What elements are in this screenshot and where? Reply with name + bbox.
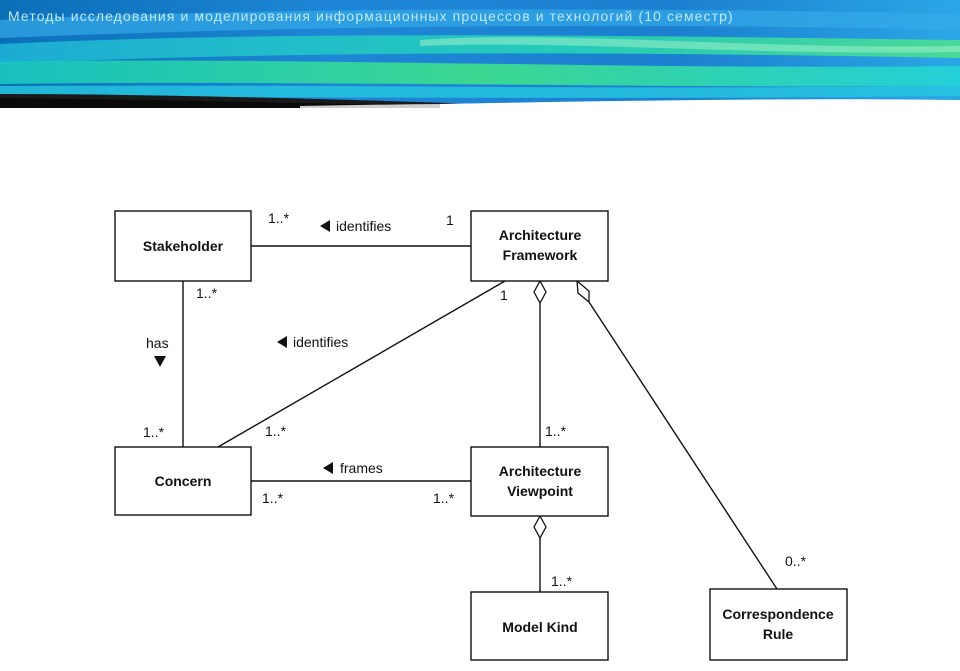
node-stakeholder-label: Stakeholder bbox=[143, 238, 224, 254]
mult-stakeholder-concern-b: 1..* bbox=[143, 424, 165, 440]
mult-framework-viewpoint: 1..* bbox=[545, 423, 567, 439]
node-model-kind-label: Model Kind bbox=[502, 619, 577, 635]
banner-background bbox=[0, 0, 960, 108]
node-viewpoint-label-line2: Viewpoint bbox=[507, 483, 573, 499]
header-banner: Методы исследования и моделирования инфо… bbox=[0, 0, 960, 108]
node-correspondence-label-line2: Rule bbox=[763, 626, 794, 642]
direction-arrow-left-icon bbox=[277, 336, 287, 348]
assoc-label-framework-concern: identifies bbox=[293, 334, 348, 350]
mult-concern-viewpoint-b: 1..* bbox=[433, 490, 455, 506]
mult-concern-viewpoint-a: 1..* bbox=[262, 490, 284, 506]
direction-arrow-left-icon bbox=[323, 462, 333, 474]
node-model-kind: Model Kind bbox=[470, 591, 609, 661]
node-architecture-viewpoint: Architecture Viewpoint bbox=[470, 446, 609, 517]
mult-stakeholder-framework-b: 1 bbox=[446, 212, 454, 228]
mult-framework-concern-a: 1 bbox=[500, 287, 508, 303]
node-concern: Concern bbox=[114, 446, 252, 516]
node-stakeholder: Stakeholder bbox=[114, 210, 252, 282]
assoc-label-concern-viewpoint: frames bbox=[340, 460, 383, 476]
node-framework-label-line1: Architecture bbox=[499, 227, 582, 243]
edge-framework-concern bbox=[217, 280, 506, 448]
mult-stakeholder-concern-a: 1..* bbox=[196, 285, 218, 301]
aggregation-diamond-framework-correspondence bbox=[576, 279, 590, 304]
node-viewpoint-label-line1: Architecture bbox=[499, 463, 582, 479]
course-title: Методы исследования и моделирования инфо… bbox=[8, 8, 734, 24]
aggregation-diamond-framework-viewpoint bbox=[533, 279, 547, 305]
node-architecture-framework: Architecture Framework bbox=[470, 210, 609, 282]
edge-framework-correspondence bbox=[588, 301, 778, 590]
assoc-label-stakeholder-concern: has bbox=[146, 335, 169, 351]
node-correspondence-rule: Correspondence Rule bbox=[709, 588, 848, 661]
mult-framework-concern-b: 1..* bbox=[265, 423, 287, 439]
node-concern-label: Concern bbox=[155, 473, 212, 489]
direction-arrow-left-icon bbox=[320, 220, 330, 232]
mult-viewpoint-modelkind: 1..* bbox=[551, 573, 573, 589]
mult-stakeholder-framework-a: 1..* bbox=[268, 210, 290, 226]
direction-arrow-down-icon bbox=[154, 356, 166, 367]
assoc-label-stakeholder-framework: identifies bbox=[336, 218, 391, 234]
node-correspondence-label-line1: Correspondence bbox=[722, 606, 833, 622]
aggregation-diamond-viewpoint-modelkind bbox=[533, 514, 547, 540]
mult-framework-correspondence: 0..* bbox=[785, 553, 807, 569]
node-framework-label-line2: Framework bbox=[503, 247, 578, 263]
